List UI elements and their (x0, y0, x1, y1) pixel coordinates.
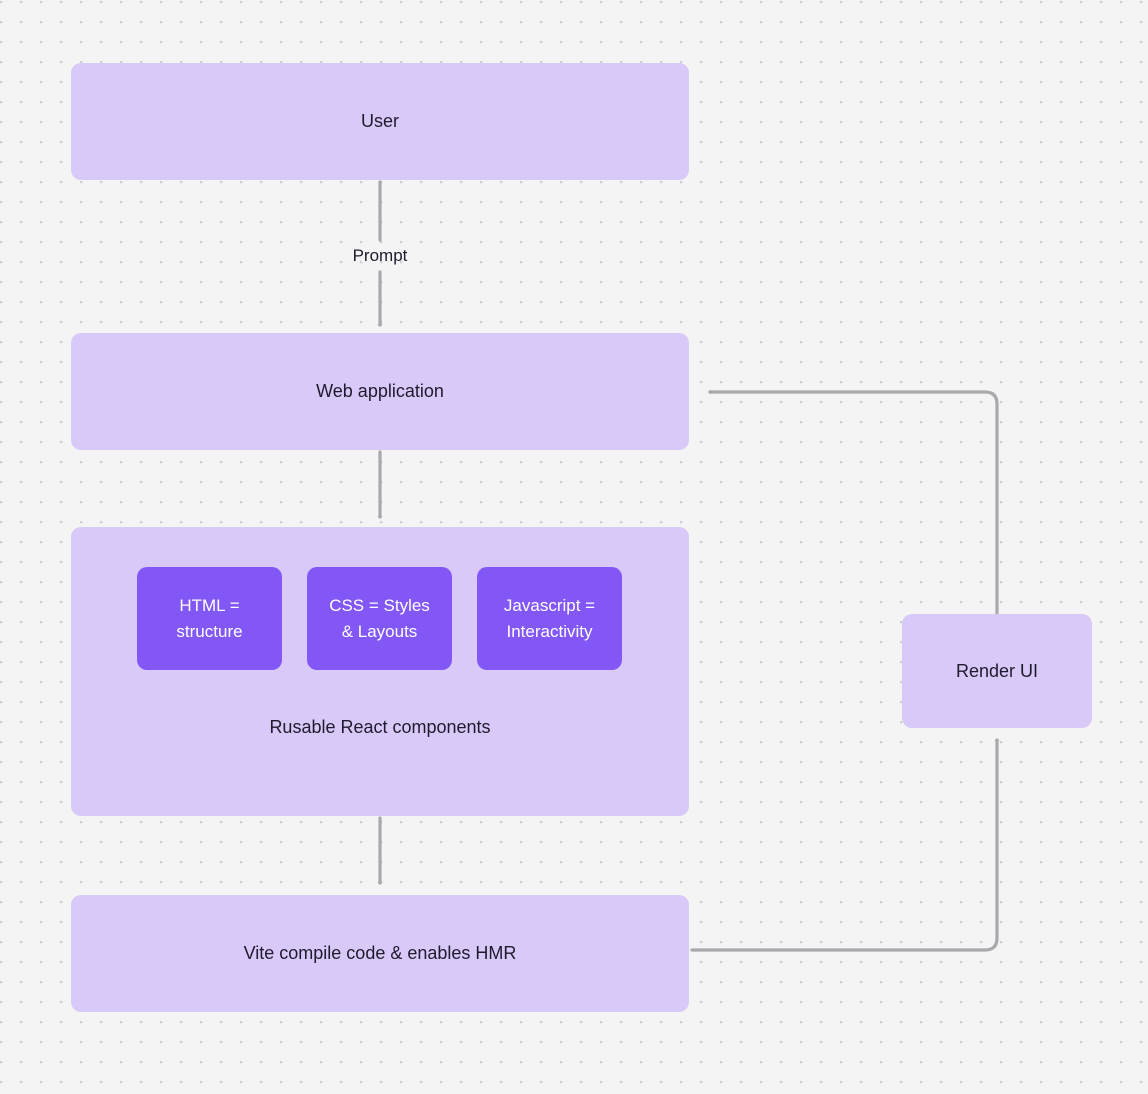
node-javascript-label: Javascript = Interactivity (503, 596, 596, 641)
node-user[interactable]: User (71, 63, 689, 180)
node-web-application-label: Web application (316, 381, 444, 401)
components-group-caption-text: Rusable React components (269, 717, 491, 737)
node-html-label: HTML = structure (176, 596, 243, 641)
node-render-ui[interactable]: Render UI (902, 614, 1092, 728)
edge-label-prompt-text: Prompt (352, 246, 408, 265)
edge-vite-to-renderui (690, 738, 997, 952)
node-render-ui-label: Render UI (955, 660, 1039, 681)
node-user-label: User (360, 111, 399, 131)
node-vite[interactable]: Vite compile code & enables HMR (71, 895, 689, 1012)
node-javascript[interactable]: Javascript = Interactivity (477, 567, 622, 670)
node-html[interactable]: HTML = structure (137, 567, 282, 670)
edge-renderui-to-webapp (708, 392, 999, 616)
node-components-group[interactable]: HTML = structure CSS = Styles & Layouts … (71, 527, 689, 816)
node-web-application[interactable]: Web application (71, 333, 689, 450)
node-vite-label: Vite compile code & enables HMR (243, 943, 517, 963)
node-css-label: CSS = Styles & Layouts (329, 596, 430, 641)
node-css[interactable]: CSS = Styles & Layouts (307, 567, 452, 670)
components-group-caption: Rusable React components (71, 717, 689, 738)
edge-label-prompt: Prompt (330, 246, 430, 266)
